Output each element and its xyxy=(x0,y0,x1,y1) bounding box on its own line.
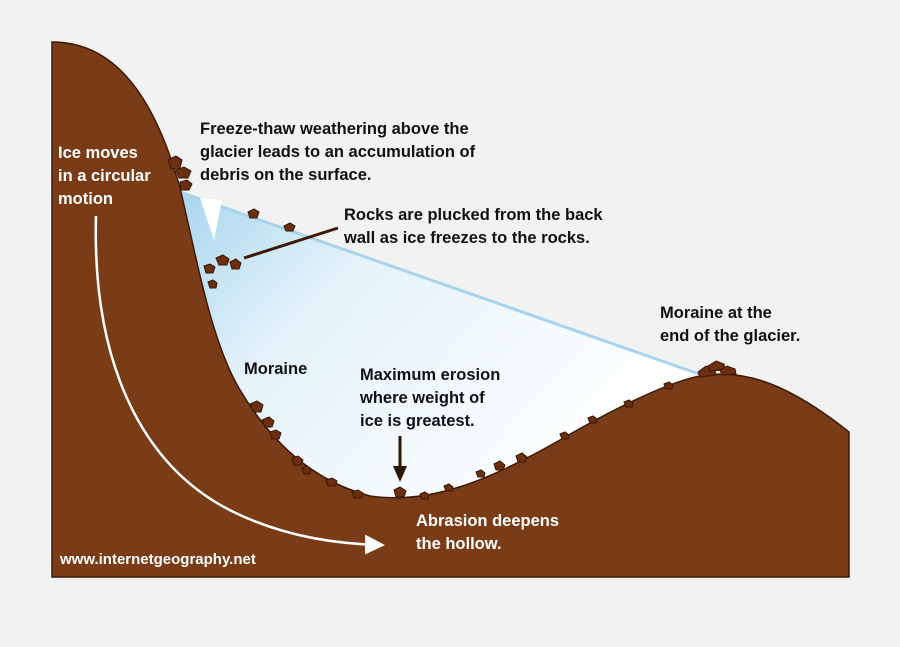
label-abrasion-line-2: the hollow. xyxy=(416,535,502,553)
label-plucking: Rocks are plucked from the back wall as … xyxy=(344,204,603,250)
label-moraine-end-line-1: Moraine at the xyxy=(660,304,772,322)
label-ice-moves-line-1: Ice moves xyxy=(58,144,138,162)
label-max-erosion: Maximum erosion where weight of ice is g… xyxy=(360,364,500,433)
label-plucking-line-1: Rocks are plucked from the back xyxy=(344,206,603,224)
label-freeze-thaw: Freeze-thaw weathering above the glacier… xyxy=(200,118,475,187)
label-plucking-line-2: wall as ice freezes to the rocks. xyxy=(344,229,590,247)
label-moraine-end-line-2: end of the glacier. xyxy=(660,327,801,345)
label-moraine: Moraine xyxy=(244,360,308,378)
label-abrasion-line-1: Abrasion deepens xyxy=(416,512,560,530)
label-ice-moves: Ice moves in a circular motion xyxy=(58,142,151,211)
label-freeze-thaw-line-3: debris on the surface. xyxy=(200,166,372,184)
website-credit: www.internetgeography.net xyxy=(60,551,256,568)
label-max-erosion-line-3: ice is greatest. xyxy=(360,412,475,430)
ice-crack xyxy=(200,198,222,240)
label-moraine-end: Moraine at the end of the glacier. xyxy=(660,302,800,348)
circular-motion-arrow xyxy=(94,215,385,555)
max-erosion-arrow xyxy=(393,436,407,482)
label-max-erosion-line-1: Maximum erosion xyxy=(360,366,501,384)
label-abrasion: Abrasion deepens the hollow. xyxy=(416,510,559,556)
label-ice-moves-line-3: motion xyxy=(58,190,113,208)
plucking-pointer xyxy=(243,226,339,260)
label-ice-moves-line-2: in a circular xyxy=(58,167,151,185)
label-freeze-thaw-line-1: Freeze-thaw weathering above the xyxy=(200,120,469,138)
glacier-surface xyxy=(179,190,703,377)
glacier-ice xyxy=(180,192,700,498)
label-freeze-thaw-line-2: glacier leads to an accumulation of xyxy=(200,143,476,161)
debris-rocks xyxy=(167,155,737,500)
label-max-erosion-line-2: where weight of xyxy=(360,389,485,407)
